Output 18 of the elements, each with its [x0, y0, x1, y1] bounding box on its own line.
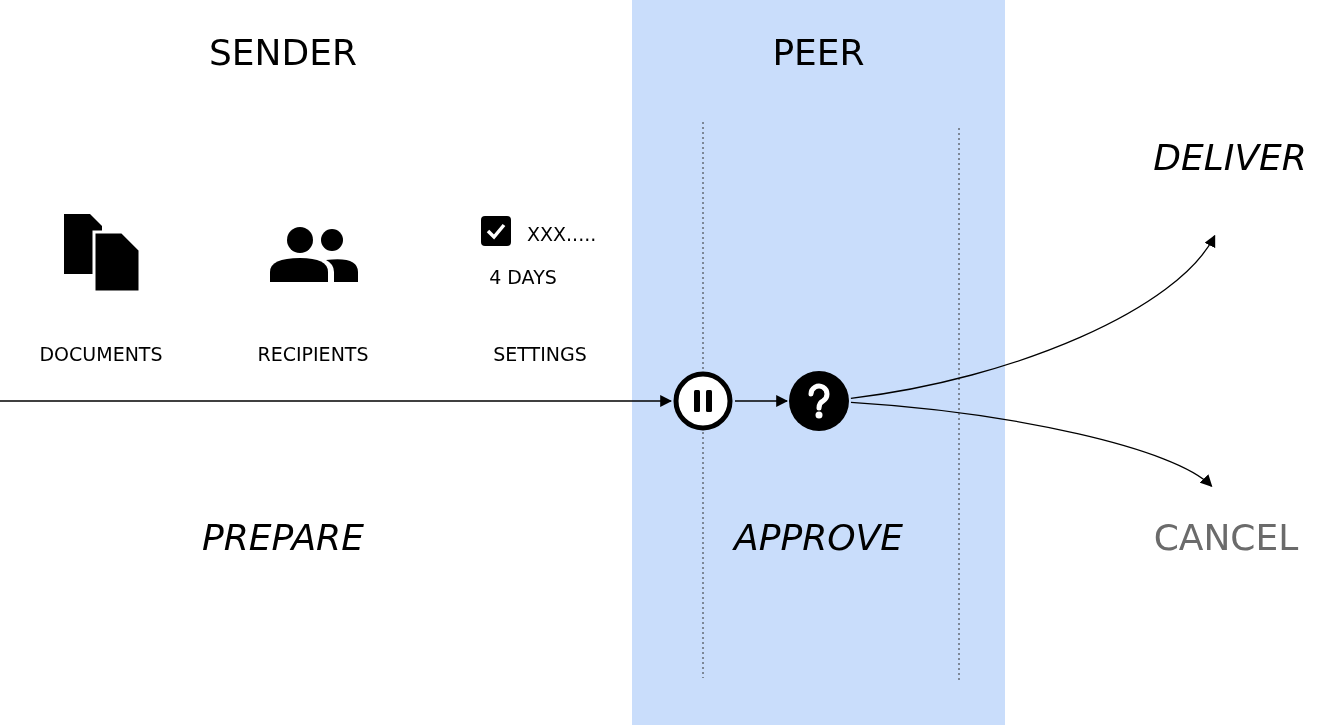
setting-text: XXX.....	[527, 223, 597, 245]
setting-text: 4 DAYS	[489, 266, 557, 288]
phase-label: PREPARE	[202, 518, 364, 558]
icon-caption: SETTINGS	[493, 343, 587, 365]
lane-band	[632, 0, 1005, 725]
arrow	[850, 234, 1216, 399]
arrow	[0, 395, 673, 407]
lane-title: PEER	[772, 33, 865, 73]
pause-icon	[673, 371, 733, 431]
question-icon	[789, 371, 849, 431]
column-heading: SENDER	[209, 33, 357, 73]
icon-caption: RECIPIENTS	[257, 343, 369, 365]
outcome-text: CANCEL	[1153, 518, 1299, 558]
arrow	[734, 395, 789, 407]
phase-label: APPROVE	[734, 518, 903, 558]
icon-caption: DOCUMENTS	[39, 343, 163, 365]
arrow	[850, 401, 1213, 487]
outcome-text: DELIVER	[1153, 138, 1307, 178]
